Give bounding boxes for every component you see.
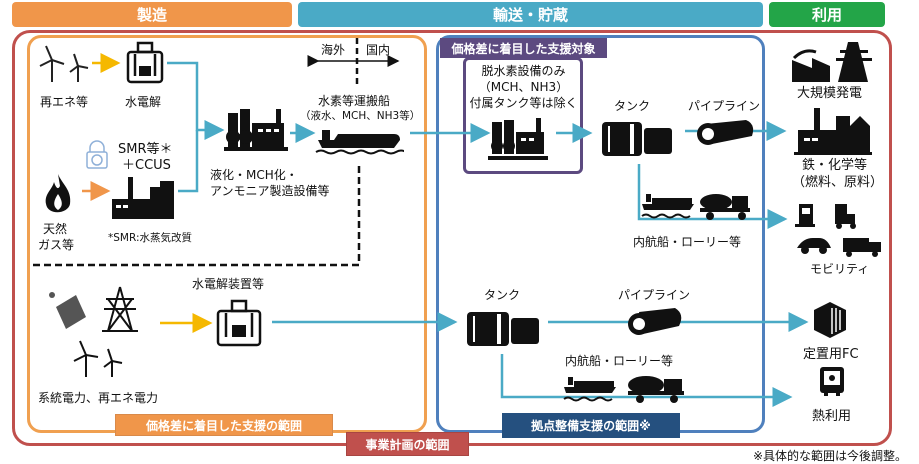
flow-tank-to-heat <box>500 354 793 407</box>
coastal-label-upper: 内航船・ローリー等 <box>633 235 742 249</box>
power-generation-label: 大規模発電 <box>797 86 863 101</box>
smr-plant-icon <box>112 177 174 219</box>
base-development-scope-tag: 拠点整備支援の範囲※ <box>502 413 680 438</box>
header-utilization: 利用 <box>769 2 885 27</box>
hydrogen-carrier-ship-icon <box>315 130 404 155</box>
tank-label-upper: タンク <box>614 99 651 113</box>
storage-tank-icon <box>602 122 672 156</box>
heat-utilization-label: 熱利用 <box>812 409 852 424</box>
footnote: ※具体的な範囲は今後調整。 <box>752 449 907 463</box>
dehydro-label-2: （MCH、NH3） <box>478 80 569 94</box>
price-gap-scope-tag: 価格差に着目した支援の範囲 <box>115 414 333 436</box>
price-gap-target-frame <box>463 57 583 174</box>
conversion-label-2: アンモニア製造設備等 <box>210 184 330 198</box>
power-plant-icon <box>792 42 872 82</box>
electrolyzer-device-icon <box>216 299 262 347</box>
conversion-label-1: 液化・MCH化・ <box>210 168 298 182</box>
ccus-label: ＋CCUS <box>122 158 171 173</box>
grid-power-icons <box>49 286 138 377</box>
dehydro-label-3: 付属タンク等は除く <box>469 96 578 110</box>
pipeline-icon <box>697 120 754 145</box>
business-plan-scope-tag: 事業計画の範囲 <box>346 432 469 456</box>
tank-label-lower: タンク <box>484 288 521 302</box>
flow-electrolysis-to-conversion <box>167 61 225 140</box>
price-gap-target-tag: 価格差に着目した支援対象 <box>440 38 607 58</box>
header-transport-storage: 輸送・貯蔵 <box>298 2 763 27</box>
pipeline-label-upper: パイプライン <box>688 99 761 113</box>
pipeline-lower-icon <box>628 308 682 335</box>
flow-tank-to-mobility <box>637 164 788 229</box>
smr-note: *SMR:水蒸気改質 <box>108 232 192 244</box>
water-heater-icon <box>820 367 844 396</box>
mobility-label: モビリティ <box>810 262 870 276</box>
flame-icon <box>45 174 71 213</box>
mobility-icons <box>795 204 881 257</box>
dehydro-label-1: 脱水素設備のみ <box>481 64 566 78</box>
industrial-plant-icon <box>794 108 872 155</box>
overseas-label: 海外 <box>321 43 346 57</box>
wind-turbine-icon <box>39 45 89 82</box>
coastal-label-lower: 内航船・ローリー等 <box>565 354 674 368</box>
co2-lock-icon <box>86 140 108 169</box>
overseas-boundary-dashed <box>30 166 361 267</box>
carrier-ship-sublabel: （液水、MCH、NH3等） <box>300 110 421 122</box>
grid-power-label: 系統電力、再エネ電力 <box>38 391 159 405</box>
electrolyzer-icon <box>126 41 164 84</box>
flow-smr-to-conversion <box>178 130 199 193</box>
pipeline-label-lower: パイプライン <box>618 288 691 302</box>
conversion-plant-icon <box>224 109 288 151</box>
header-manufacturing: 製造 <box>12 2 292 27</box>
coastal-ship-and-truck-lower-icon <box>563 376 684 403</box>
natural-gas-label-1: 天然 <box>43 222 68 236</box>
industry-label-1: 鉄・化学等 <box>802 158 868 173</box>
carrier-ship-label: 水素等運搬船 <box>318 94 391 108</box>
fuel-cell-icon <box>814 302 846 338</box>
industry-label-2: （燃料、原料） <box>792 175 884 190</box>
coastal-ship-and-truck-icon <box>641 194 750 220</box>
domestic-label: 国内 <box>366 43 391 57</box>
smr-label: SMR等＊ <box>118 142 173 157</box>
storage-tank-lower-icon <box>467 312 539 346</box>
dehydrogenation-plant-icon <box>488 118 548 160</box>
renewable-label: 再エネ等 <box>40 95 89 109</box>
stationary-fc-label: 定置用FC <box>803 347 859 362</box>
natural-gas-label-2: ガス等 <box>38 238 75 252</box>
electrolyzer-label: 水電解装置等 <box>192 277 265 291</box>
electrolysis-label: 水電解 <box>125 95 162 109</box>
